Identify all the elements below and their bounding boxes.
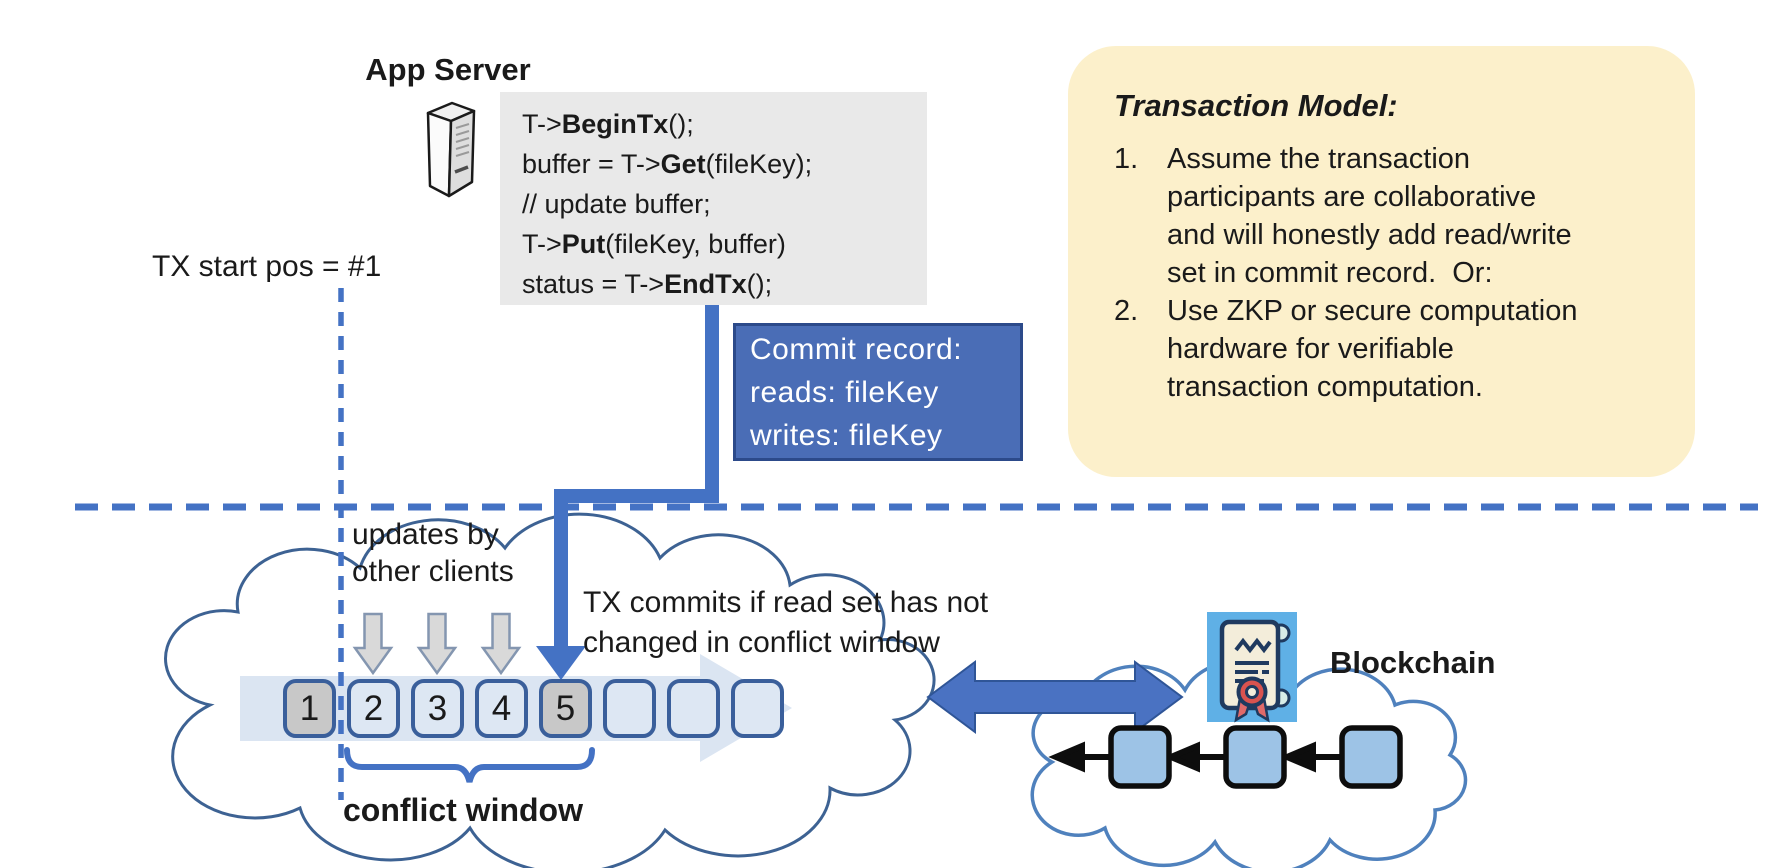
label-line: updates by bbox=[352, 518, 499, 551]
ledger-block-number: 4 bbox=[491, 688, 512, 728]
ledger-block-number: 5 bbox=[555, 688, 576, 728]
ledger-block: 1 bbox=[283, 679, 336, 738]
chain-block bbox=[1223, 725, 1287, 789]
ledger-block: 3 bbox=[411, 679, 464, 738]
model-list-row: participants are collaborative bbox=[1114, 178, 1669, 216]
chain-block bbox=[1108, 725, 1172, 789]
ledger-block-number: 1 bbox=[299, 688, 320, 728]
down-arrow-icon bbox=[480, 612, 522, 676]
ledger-block bbox=[667, 679, 720, 738]
left-arrow-head bbox=[1163, 741, 1200, 773]
model-item-number bbox=[1114, 216, 1167, 254]
code-keyword: Put bbox=[561, 229, 606, 259]
label-line: other clients bbox=[352, 555, 514, 588]
model-item-text: and will honestly add read/write bbox=[1167, 219, 1572, 251]
sync-double-headed-arrow-icon bbox=[926, 660, 1184, 734]
code-line: // update buffer; bbox=[522, 184, 927, 224]
ledger-block-number: 3 bbox=[427, 688, 448, 728]
ledger-block: 5 bbox=[539, 679, 592, 738]
model-item-number bbox=[1114, 368, 1167, 406]
model-item-text: participants are collaborative bbox=[1167, 181, 1537, 213]
code-segment: T-> bbox=[522, 109, 562, 139]
down-arrow-icon bbox=[352, 612, 394, 676]
updates-by-other-clients-label: updates by other clients bbox=[352, 516, 514, 590]
model-item-text: hardware for verifiable bbox=[1167, 333, 1454, 365]
code-line: T->BeginTx(); bbox=[522, 104, 927, 144]
model-item-text: transaction computation. bbox=[1167, 371, 1483, 403]
commit-record-line: reads: fileKey bbox=[750, 376, 939, 409]
model-item-text: Use ZKP or secure computation bbox=[1167, 295, 1578, 327]
model-list-row: 2. Use ZKP or secure computation bbox=[1114, 292, 1669, 330]
conflict-window-brace bbox=[344, 747, 595, 783]
transaction-model-list: 1. Assume the transaction participants a… bbox=[1114, 140, 1669, 406]
code-segment: T-> bbox=[522, 229, 562, 259]
model-item-number bbox=[1114, 254, 1167, 292]
model-item-number bbox=[1114, 330, 1167, 368]
model-list-row: set in commit record. Or: bbox=[1114, 254, 1669, 292]
conflict-window-label: conflict window bbox=[343, 792, 583, 828]
chain-block bbox=[1339, 725, 1403, 789]
blockchain-label: Blockchain bbox=[1330, 645, 1496, 680]
transaction-model-title: Transaction Model: bbox=[1114, 88, 1398, 123]
model-item-text: set in commit record. Or: bbox=[1167, 257, 1493, 289]
transaction-model-note: Transaction Model: 1. Assume the transac… bbox=[1068, 46, 1695, 477]
code-segment: (fileKey, buffer) bbox=[605, 229, 786, 259]
model-list-row: 1. Assume the transaction bbox=[1114, 140, 1669, 178]
code-line: T->Put(fileKey, buffer) bbox=[522, 224, 927, 264]
commit-record-box: Commit record: reads: fileKey writes: fi… bbox=[733, 323, 1023, 461]
model-item-number: 1. bbox=[1114, 143, 1139, 175]
ledger-block-number: 2 bbox=[363, 688, 384, 728]
code-segment: (fileKey); bbox=[705, 149, 813, 179]
code-segment: (); bbox=[746, 269, 773, 299]
left-arrow-head bbox=[1279, 741, 1316, 773]
model-list-row: hardware for verifiable bbox=[1114, 330, 1669, 368]
code-keyword: BeginTx bbox=[561, 109, 669, 139]
smart-contract-certificate-icon bbox=[1207, 612, 1297, 723]
tx-start-pos-label: TX start pos = #1 bbox=[152, 250, 382, 283]
chain-link-arrows-group bbox=[1048, 741, 1342, 773]
label-line: changed in conflict window bbox=[583, 626, 940, 659]
tx-commits-condition-label: TX commits if read set has not changed in… bbox=[583, 583, 988, 663]
ledger-blocks-row: 1 2 3 4 5 bbox=[283, 679, 784, 738]
commit-record-line: writes: fileKey bbox=[750, 419, 943, 452]
commit-flow-elbow-arrow-icon bbox=[536, 298, 719, 680]
code-segment: buffer = T-> bbox=[522, 149, 661, 179]
model-list-row: and will honestly add read/write bbox=[1114, 216, 1669, 254]
label-line: TX commits if read set has not bbox=[583, 586, 989, 619]
commit-record-line: Commit record: bbox=[750, 333, 963, 366]
code-segment: (); bbox=[668, 109, 694, 139]
code-segment: status = T-> bbox=[522, 269, 665, 299]
model-item-number bbox=[1114, 178, 1167, 216]
app-server-label: App Server bbox=[365, 52, 531, 87]
server-tower-icon bbox=[426, 101, 476, 198]
down-arrow-icon bbox=[416, 612, 458, 676]
update-arrows-group bbox=[352, 612, 522, 676]
code-segment: // update buffer; bbox=[522, 189, 711, 219]
left-arrow-head bbox=[1048, 741, 1085, 773]
chain-blocks-group bbox=[1108, 725, 1403, 789]
model-item-number: 2. bbox=[1114, 295, 1139, 327]
ledger-block: 2 bbox=[347, 679, 400, 738]
transaction-code-snippet: T->BeginTx(); buffer = T->Get(fileKey); … bbox=[500, 92, 927, 305]
ledger-block bbox=[731, 679, 784, 738]
ledger-block bbox=[603, 679, 656, 738]
model-list-row: transaction computation. bbox=[1114, 368, 1669, 406]
model-item-text: Assume the transaction bbox=[1167, 143, 1471, 175]
ledger-block: 4 bbox=[475, 679, 528, 738]
code-line: buffer = T->Get(fileKey); bbox=[522, 144, 927, 184]
code-line: status = T->EndTx(); bbox=[522, 264, 927, 304]
code-keyword: Get bbox=[660, 149, 706, 179]
code-keyword: EndTx bbox=[664, 269, 747, 299]
